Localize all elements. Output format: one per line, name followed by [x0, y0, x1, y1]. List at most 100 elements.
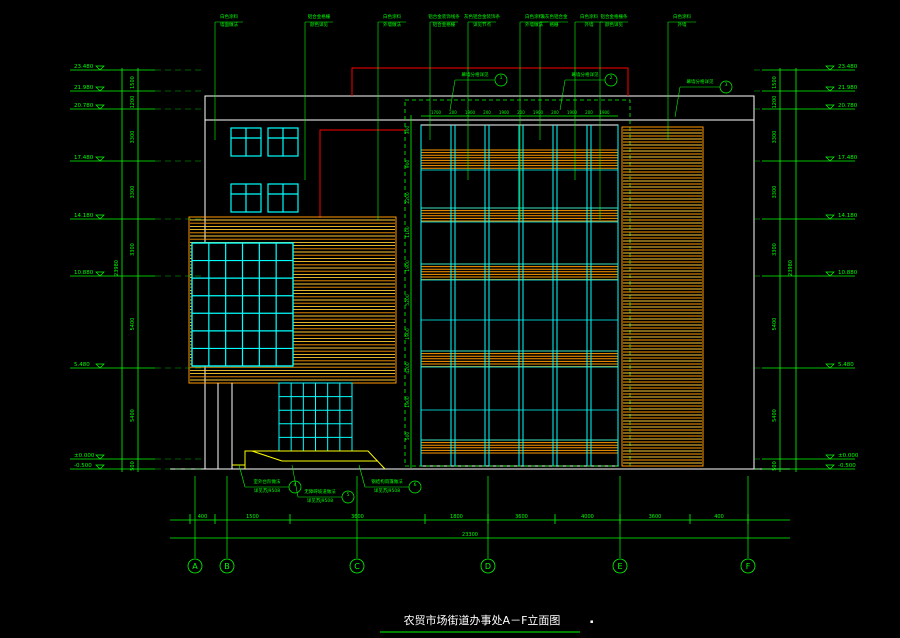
callout-bottom-text: 详见苏J9508: [374, 487, 400, 494]
section-bubble: [341, 490, 355, 504]
dim-bottom-value: 1800: [450, 514, 463, 520]
elevation-symbol: [95, 464, 105, 470]
callout-top-text: 外墙做法: [525, 21, 543, 28]
axis-label: E: [617, 562, 622, 571]
callout-top-text: 外墙: [585, 21, 594, 28]
elevation-symbol: [95, 271, 105, 277]
dim-bottom-value: 3600: [351, 514, 364, 520]
ramp-steps: [232, 450, 386, 470]
elevation-symbol: [95, 214, 105, 220]
callout-bottom-leader: [238, 464, 246, 488]
callout-bottom-text: 钢结构雨篷做法: [371, 478, 403, 485]
dim-bottom-value: 3600: [649, 514, 662, 520]
section-bubble-num: 2: [610, 75, 613, 81]
elevation-left: ±0.000: [74, 453, 95, 459]
callout-top-text: 白色涂料: [525, 13, 543, 20]
callout-top-text: 白色涂料: [673, 13, 691, 20]
glazing-dim-value: 1900: [465, 110, 476, 115]
glazing-vdim-value: 900: [405, 160, 411, 169]
right-louver-panel: [621, 126, 704, 467]
callout-mid-text: 幕墙分格详见: [462, 71, 489, 78]
elevation-marks-right: 23.48021.98020.78017.48014.18010.8805.48…: [825, 64, 859, 470]
elevation-symbol: [825, 156, 835, 162]
glazing-vdim-value: 2200: [405, 192, 411, 204]
elevation-left: 23.480: [74, 64, 94, 70]
callout-bottom-text: 详见苏J9508: [254, 487, 280, 494]
upper-windows: [230, 127, 299, 213]
dimension-lines: [70, 68, 855, 539]
elevation-left: 20.780: [74, 103, 94, 109]
elevation-left: 10.880: [74, 270, 94, 276]
glazing-dim-value: 200: [517, 110, 525, 115]
elevation-symbol: [95, 156, 105, 162]
dim-right-value: 1500: [772, 76, 778, 89]
glazing-dim-value: 200: [483, 110, 491, 115]
roof-outline: [319, 67, 629, 218]
axis-bubble: [740, 558, 756, 574]
callout-top-text: 颜色详见: [605, 21, 623, 28]
elevation-right: 23.480: [838, 64, 858, 70]
glazing-dim-value: 1900: [567, 110, 578, 115]
callout-top-text: 铝合金格栅条: [601, 13, 628, 20]
elevation-right: 17.480: [838, 155, 858, 161]
callout-bottom-leader: [358, 464, 366, 488]
callout-mid-text: 幕墙分格详见: [687, 78, 714, 85]
section-bubble: [408, 480, 422, 494]
callout-top-text: 外墙做法: [383, 21, 401, 28]
dim-left-value: 5400: [130, 318, 136, 331]
section-bubble: [604, 73, 618, 87]
dim-bottom-total-value: 23300: [462, 532, 478, 538]
dim-right-value: 3300: [772, 131, 778, 144]
elevation-right: 20.780: [838, 103, 858, 109]
dim-bottom-value: 4000: [581, 514, 594, 520]
dim-left-value: 3300: [130, 243, 136, 256]
dim-right-value: 5400: [772, 409, 778, 422]
callout-top-text: 灰色铝合金装饰条: [464, 13, 500, 20]
elevation-right: -0.500: [838, 463, 856, 469]
callout-bottom-text: 详见苏J9508: [307, 497, 333, 504]
dim-left-value: 3300: [130, 131, 136, 144]
elevation-left: -0.500: [74, 463, 92, 469]
callout-bottom-text: 室外台阶做法: [254, 478, 281, 485]
glazing-dim-value: 1700: [431, 110, 442, 115]
callout-top-text: 浅灰色铝合金: [541, 13, 568, 20]
dim-right-value: 500: [772, 461, 778, 471]
elevation-symbol: [825, 86, 835, 92]
glazing-dim-value: 1900: [499, 110, 510, 115]
elevation-symbol: [825, 214, 835, 220]
glazing-dim-value: 1900: [533, 110, 544, 115]
axis-label: D: [485, 562, 491, 571]
elevation-right: 10.880: [838, 270, 858, 276]
elevation-left: 17.480: [74, 155, 94, 161]
glazing-vdim-value: 1100: [405, 226, 411, 238]
axis-bubble: [612, 558, 628, 574]
dim-bottom-value: 3600: [515, 514, 528, 520]
elevation-right: 5.480: [838, 362, 854, 368]
elevation-right: ±0.000: [838, 453, 859, 459]
dim-left-value: 1500: [130, 76, 136, 89]
section-bubble-num: 5: [347, 492, 350, 498]
dim-left-value: 3300: [130, 186, 136, 199]
glazing-vdim-value: 500: [405, 432, 411, 441]
elevation-left: 14.180: [74, 213, 94, 219]
elevation-marks-left: 23.48021.98020.78017.48014.18010.8805.48…: [74, 64, 105, 470]
glazing-vdim-value: 4200: [405, 362, 411, 374]
section-bubble: [494, 73, 508, 87]
callout-top-text: 详见节点: [473, 21, 491, 28]
glazing-vdim-value: 300: [405, 126, 411, 135]
section-bubble-num: 3: [725, 82, 728, 88]
axis-label: C: [354, 562, 360, 571]
axis-bubble: [349, 558, 365, 574]
elevation-right: 21.980: [838, 85, 858, 91]
dim-left-value: 500: [130, 461, 136, 471]
dim-right-value: 3300: [772, 186, 778, 199]
glazing-vdim-value: 1900: [405, 328, 411, 340]
material-callouts: 白色涂料墙面做法铝合金格栅颜色详见白色涂料外墙做法铝合金装饰线条铝合金格栅灰色铝…: [214, 13, 733, 504]
callout-top-text: 格栅: [550, 21, 559, 28]
callout-top-text: 铝合金装饰线条: [428, 13, 460, 20]
dim-right-value: 1200: [772, 96, 778, 109]
central-curtain-wall: [404, 99, 631, 467]
axis-label: A: [192, 562, 198, 571]
dim-left-value: 5400: [130, 409, 136, 422]
elevation-symbol: [825, 65, 835, 71]
